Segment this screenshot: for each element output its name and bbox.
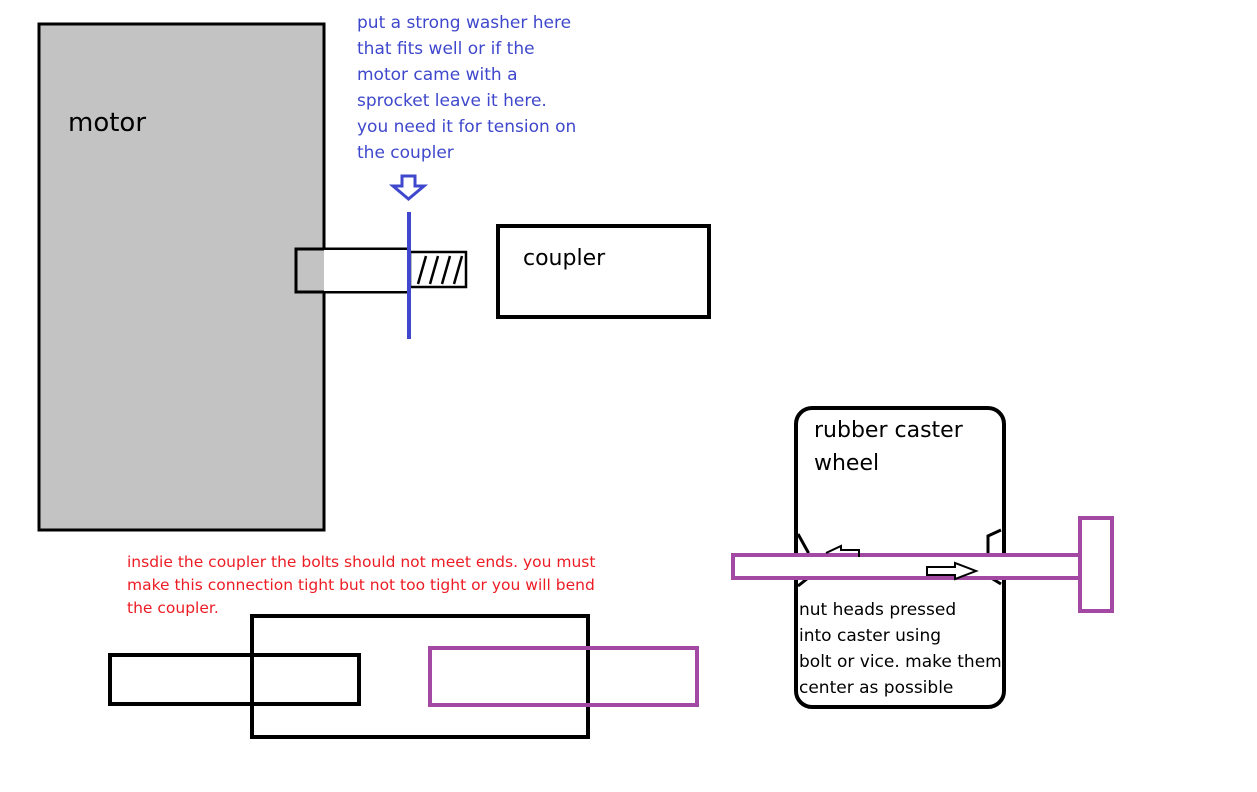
motor-body	[37, 22, 326, 532]
motor-shaft-in-coupler	[108, 653, 361, 706]
washer-note: put a strong washer here that fits well …	[357, 13, 577, 163]
coupler-label: coupler	[523, 246, 606, 271]
motor-shaft-front	[324, 250, 407, 291]
coupler-sleeve	[250, 614, 590, 739]
coupler-box	[496, 224, 711, 319]
threaded-shaft-end	[408, 250, 468, 289]
axle-bolt-shaft	[731, 553, 1082, 580]
caster-wheel-label: rubber caster wheel	[814, 418, 963, 476]
nut-heads-note: nut heads pressed into caster using bolt…	[799, 600, 1002, 698]
down-arrow-icon	[388, 174, 429, 201]
motor-label: motor	[68, 108, 147, 138]
bolt-in-coupler	[428, 646, 699, 707]
axle-bolt-head	[1078, 516, 1114, 613]
right-arrow-icon	[926, 561, 979, 581]
left-arrow-icon	[825, 544, 860, 557]
coupler-inside-note: insdie the coupler the bolts should not …	[127, 553, 596, 617]
